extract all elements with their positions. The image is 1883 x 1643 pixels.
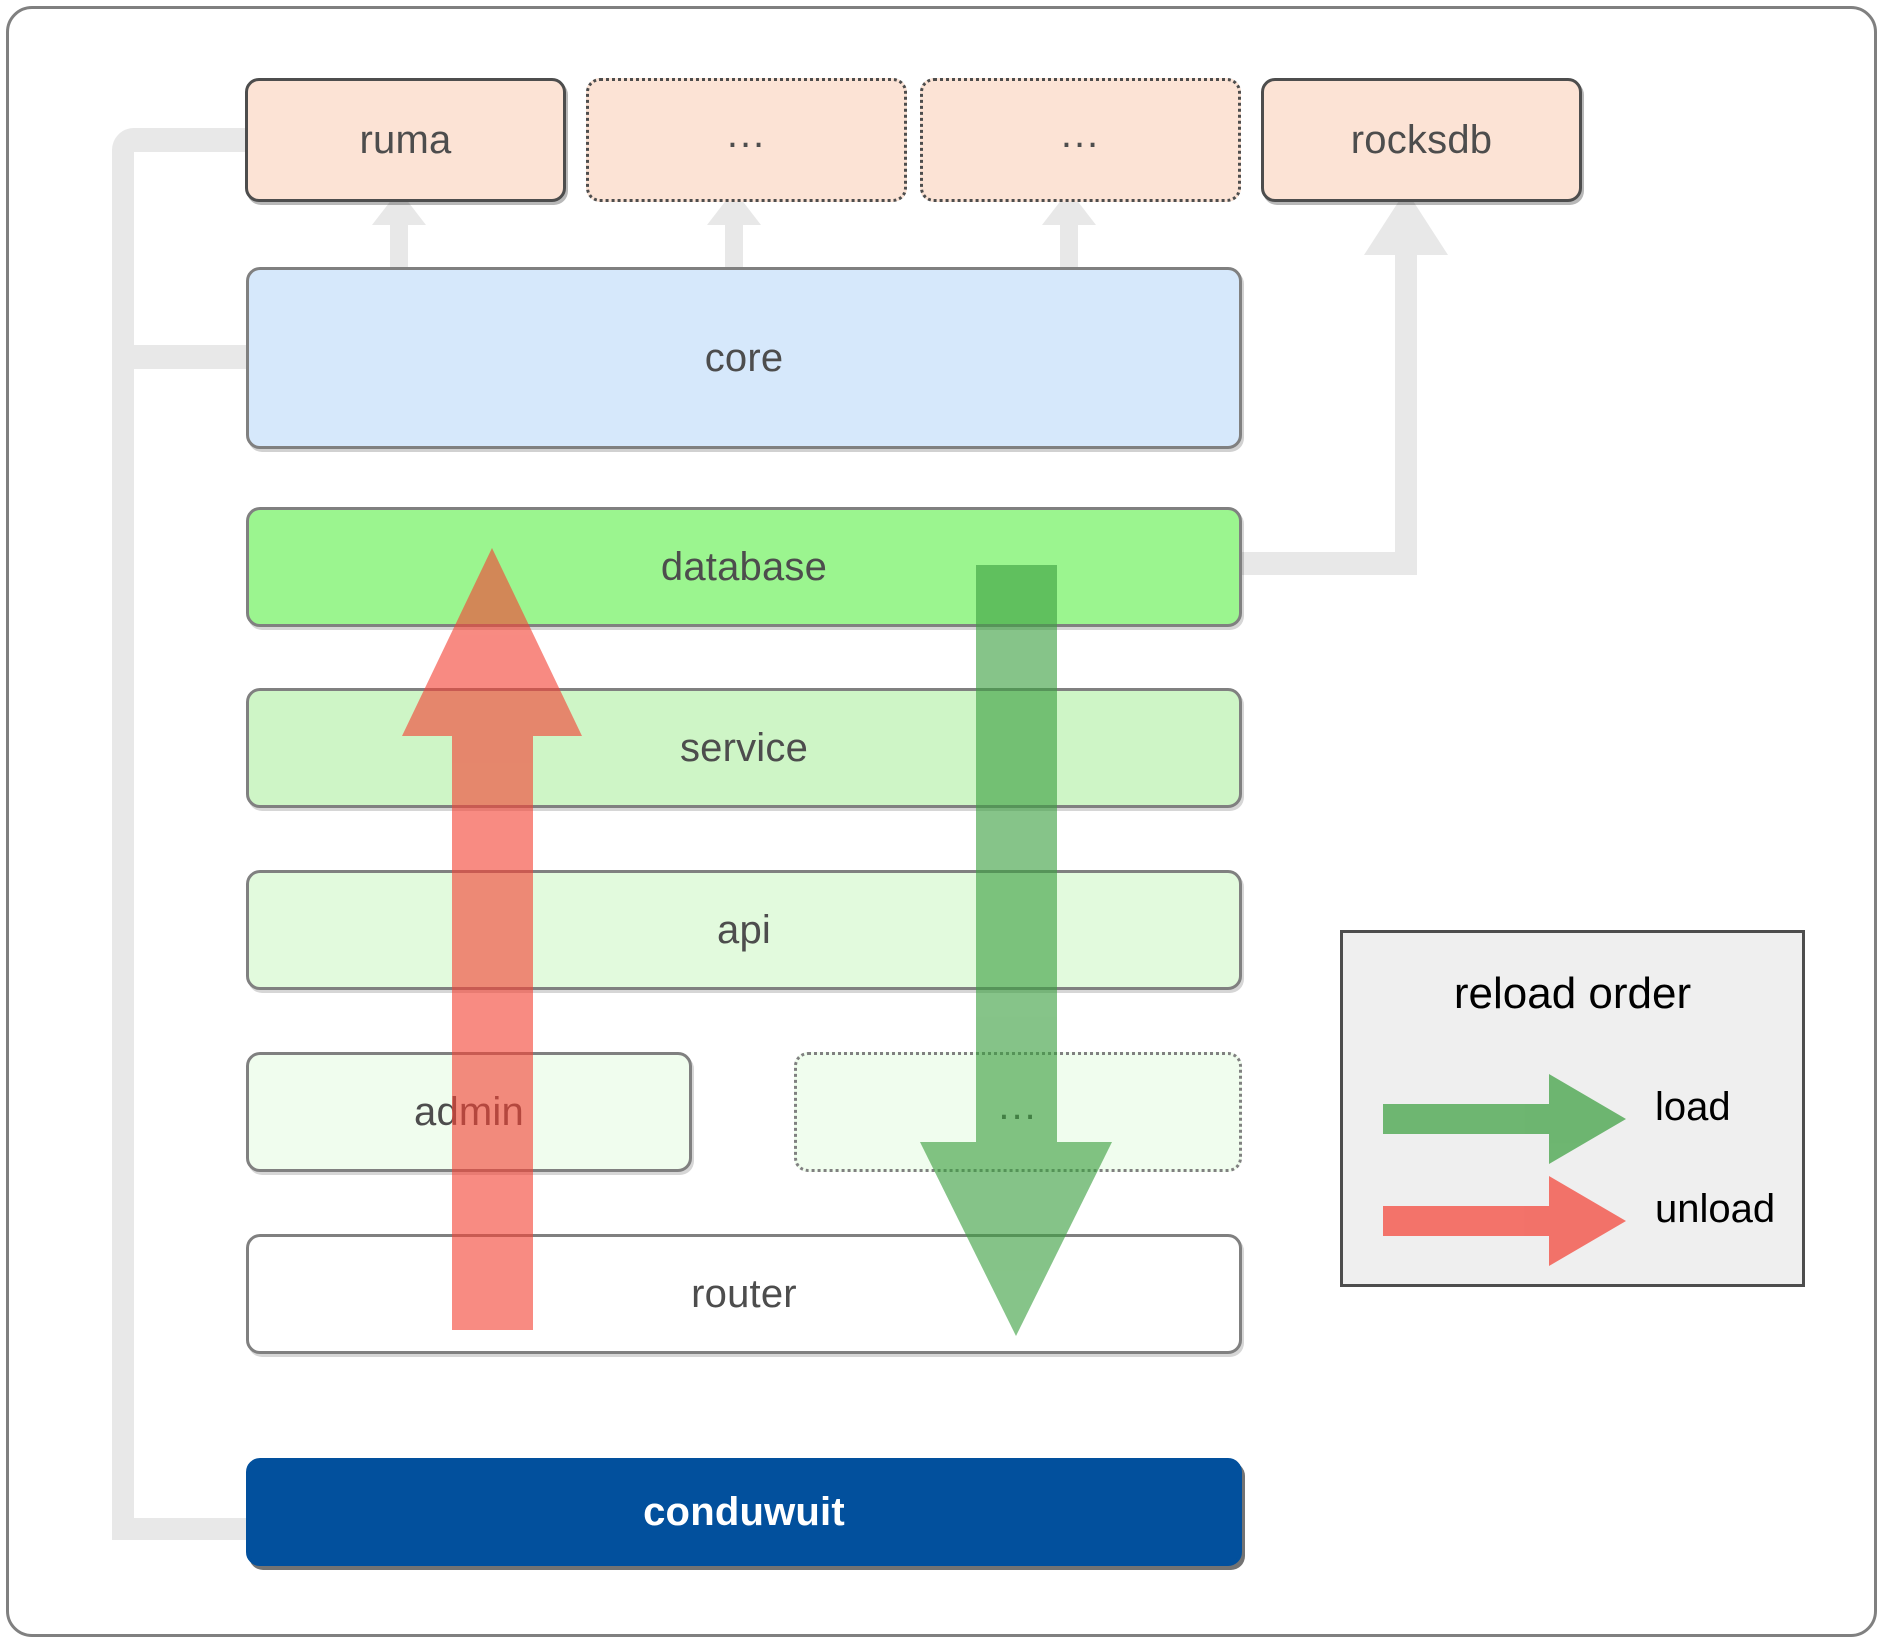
- core-to-deps-arrows: [372, 190, 1096, 272]
- node-core[interactable]: core: [246, 267, 1242, 449]
- left-trunk: [112, 128, 134, 1540]
- left-trunk-bottom: [112, 1518, 252, 1540]
- node-ruma-label: ruma: [359, 117, 452, 162]
- node-database-label: database: [660, 544, 828, 589]
- node-dep-ellipsis-1[interactable]: ...: [586, 78, 907, 202]
- node-router[interactable]: router: [246, 1234, 1242, 1354]
- legend-unload-arrow-icon: [1383, 1176, 1626, 1266]
- node-database[interactable]: database: [246, 507, 1242, 627]
- node-conduwuit[interactable]: conduwuit: [246, 1458, 1242, 1566]
- node-ruma[interactable]: ruma: [245, 78, 566, 202]
- node-rocksdb-label: rocksdb: [1350, 117, 1493, 162]
- node-dep-ellipsis-2[interactable]: ...: [920, 78, 1241, 202]
- node-conduwuit-label: conduwuit: [643, 1489, 845, 1534]
- legend-load-arrow-icon: [1383, 1074, 1626, 1164]
- node-service[interactable]: service: [246, 688, 1242, 808]
- node-router-label: router: [691, 1271, 797, 1316]
- legend-panel: reload order load unload: [1340, 930, 1805, 1287]
- legend-load-label: load: [1655, 1085, 1731, 1129]
- right-connector-horizontal: [1240, 530, 1417, 575]
- node-api-label: api: [717, 907, 771, 952]
- legend-title: reload order: [1453, 969, 1692, 1018]
- node-rocksdb[interactable]: rocksdb: [1261, 78, 1582, 202]
- load-arrow: [920, 565, 1112, 1336]
- unload-arrow: [402, 548, 582, 1330]
- legend-unload-label: unload: [1655, 1187, 1776, 1231]
- node-api[interactable]: api: [246, 870, 1242, 990]
- node-core-label: core: [704, 335, 784, 380]
- right-connector-vertical: [1395, 230, 1417, 560]
- right-connector-arrowhead: [1364, 190, 1448, 255]
- node-service-label: service: [679, 725, 809, 770]
